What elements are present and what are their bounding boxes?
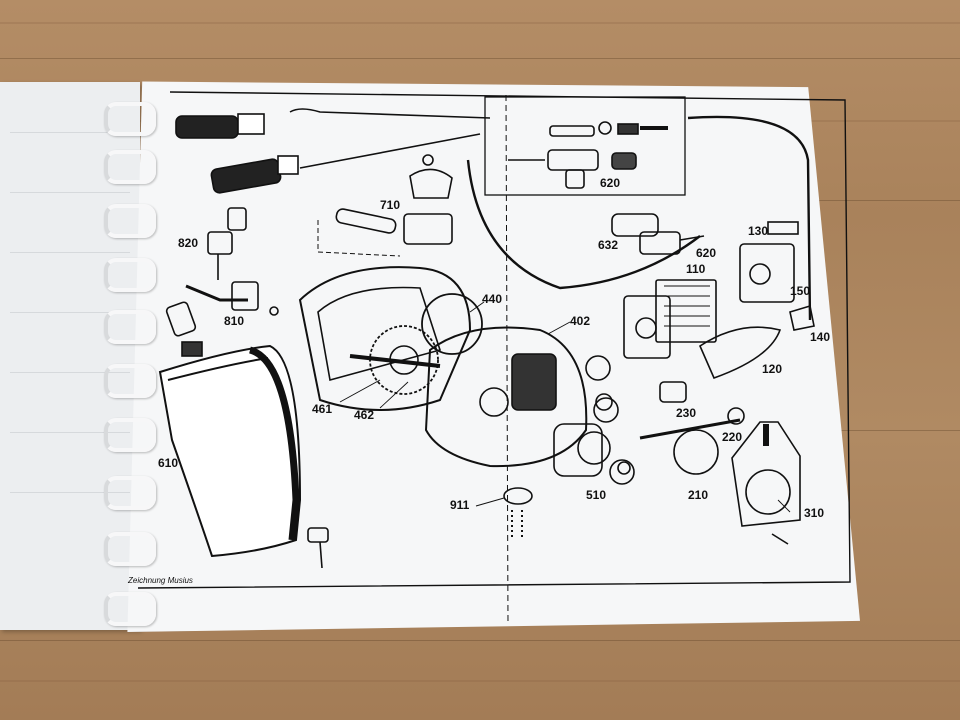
frame-border — [137, 91, 851, 589]
carburettor — [611, 213, 705, 255]
cylinder-110 — [623, 279, 717, 359]
part-label-462: 462 — [354, 408, 375, 422]
crankcase-cover — [298, 266, 472, 411]
part-label-210: 210 — [688, 488, 709, 502]
part-810 — [185, 281, 279, 316]
part-label-220: 220 — [722, 430, 743, 444]
part-label-620: 620 — [696, 246, 717, 260]
rings — [585, 355, 631, 475]
part-140 — [789, 304, 815, 331]
cable-loop — [466, 159, 701, 290]
faint-table-row — [10, 132, 130, 133]
drawing-credit: Zeichnung Musius — [128, 576, 193, 585]
binding-coil — [104, 310, 156, 344]
gasket-911 — [475, 487, 533, 538]
shaft-left — [317, 208, 401, 257]
part-230 — [659, 381, 687, 403]
exhaust-120 — [698, 326, 782, 380]
inset-box — [484, 96, 686, 196]
binding-coil — [104, 476, 156, 510]
head-130 — [739, 221, 799, 303]
part-710 — [403, 154, 453, 245]
flywheel-510 — [553, 397, 635, 485]
binding-coil — [104, 102, 156, 136]
part-label-120: 120 — [762, 362, 783, 376]
crankshaft-210 — [639, 407, 745, 475]
grip-bottom — [210, 155, 299, 194]
inset-carb-parts — [508, 121, 668, 189]
part-label-150: 150 — [790, 284, 811, 298]
part-label-510: 510 — [586, 488, 607, 502]
tap-fitting — [307, 527, 329, 569]
faint-table-row — [10, 192, 130, 193]
cable-right — [687, 115, 812, 321]
faint-table-row — [10, 492, 130, 493]
part-label-810: 810 — [224, 314, 245, 328]
magneto-310 — [731, 421, 801, 545]
part-label-440: 440 — [482, 292, 503, 306]
binding-coil — [104, 418, 156, 452]
part-label-130: 130 — [748, 224, 769, 238]
binding-coil — [104, 204, 156, 238]
wood-grain — [0, 680, 960, 682]
part-label-140: 140 — [810, 330, 831, 344]
binding-coil — [104, 364, 156, 398]
part-label-632: 632 — [598, 238, 619, 252]
part-label-710: 710 — [380, 198, 401, 212]
faint-table-row — [10, 372, 130, 373]
leader-lines — [339, 301, 791, 513]
faint-table-row — [10, 432, 130, 433]
part-label-610: 610 — [158, 456, 179, 470]
cable-top — [289, 108, 491, 119]
binding-coil — [104, 532, 156, 566]
binding-coil — [104, 258, 156, 292]
faint-table-row — [10, 312, 130, 313]
part-label-820: 820 — [178, 236, 199, 250]
binding-coil — [104, 592, 156, 626]
left-page — [0, 82, 140, 630]
part-820 — [207, 207, 247, 280]
wood-plank-seam — [0, 640, 960, 641]
part-label-110: 110 — [686, 262, 706, 276]
cable-mid — [299, 133, 481, 169]
part-label-461: 461 — [312, 402, 333, 416]
binding-coil — [104, 150, 156, 184]
grip-top — [175, 113, 265, 139]
fuel-tank — [158, 301, 302, 558]
part-label-620-inset: 620 — [600, 176, 621, 190]
gears — [349, 293, 483, 395]
part-label-402: 402 — [570, 314, 591, 328]
crankcase-main — [424, 326, 588, 468]
part-label-310: 310 — [804, 506, 825, 520]
fold-line — [505, 94, 509, 626]
part-label-230: 230 — [676, 406, 697, 420]
wood-grain — [0, 22, 960, 24]
wood-plank-seam — [0, 58, 960, 59]
part-label-911: 911 — [450, 498, 470, 512]
faint-table-row — [10, 252, 130, 253]
